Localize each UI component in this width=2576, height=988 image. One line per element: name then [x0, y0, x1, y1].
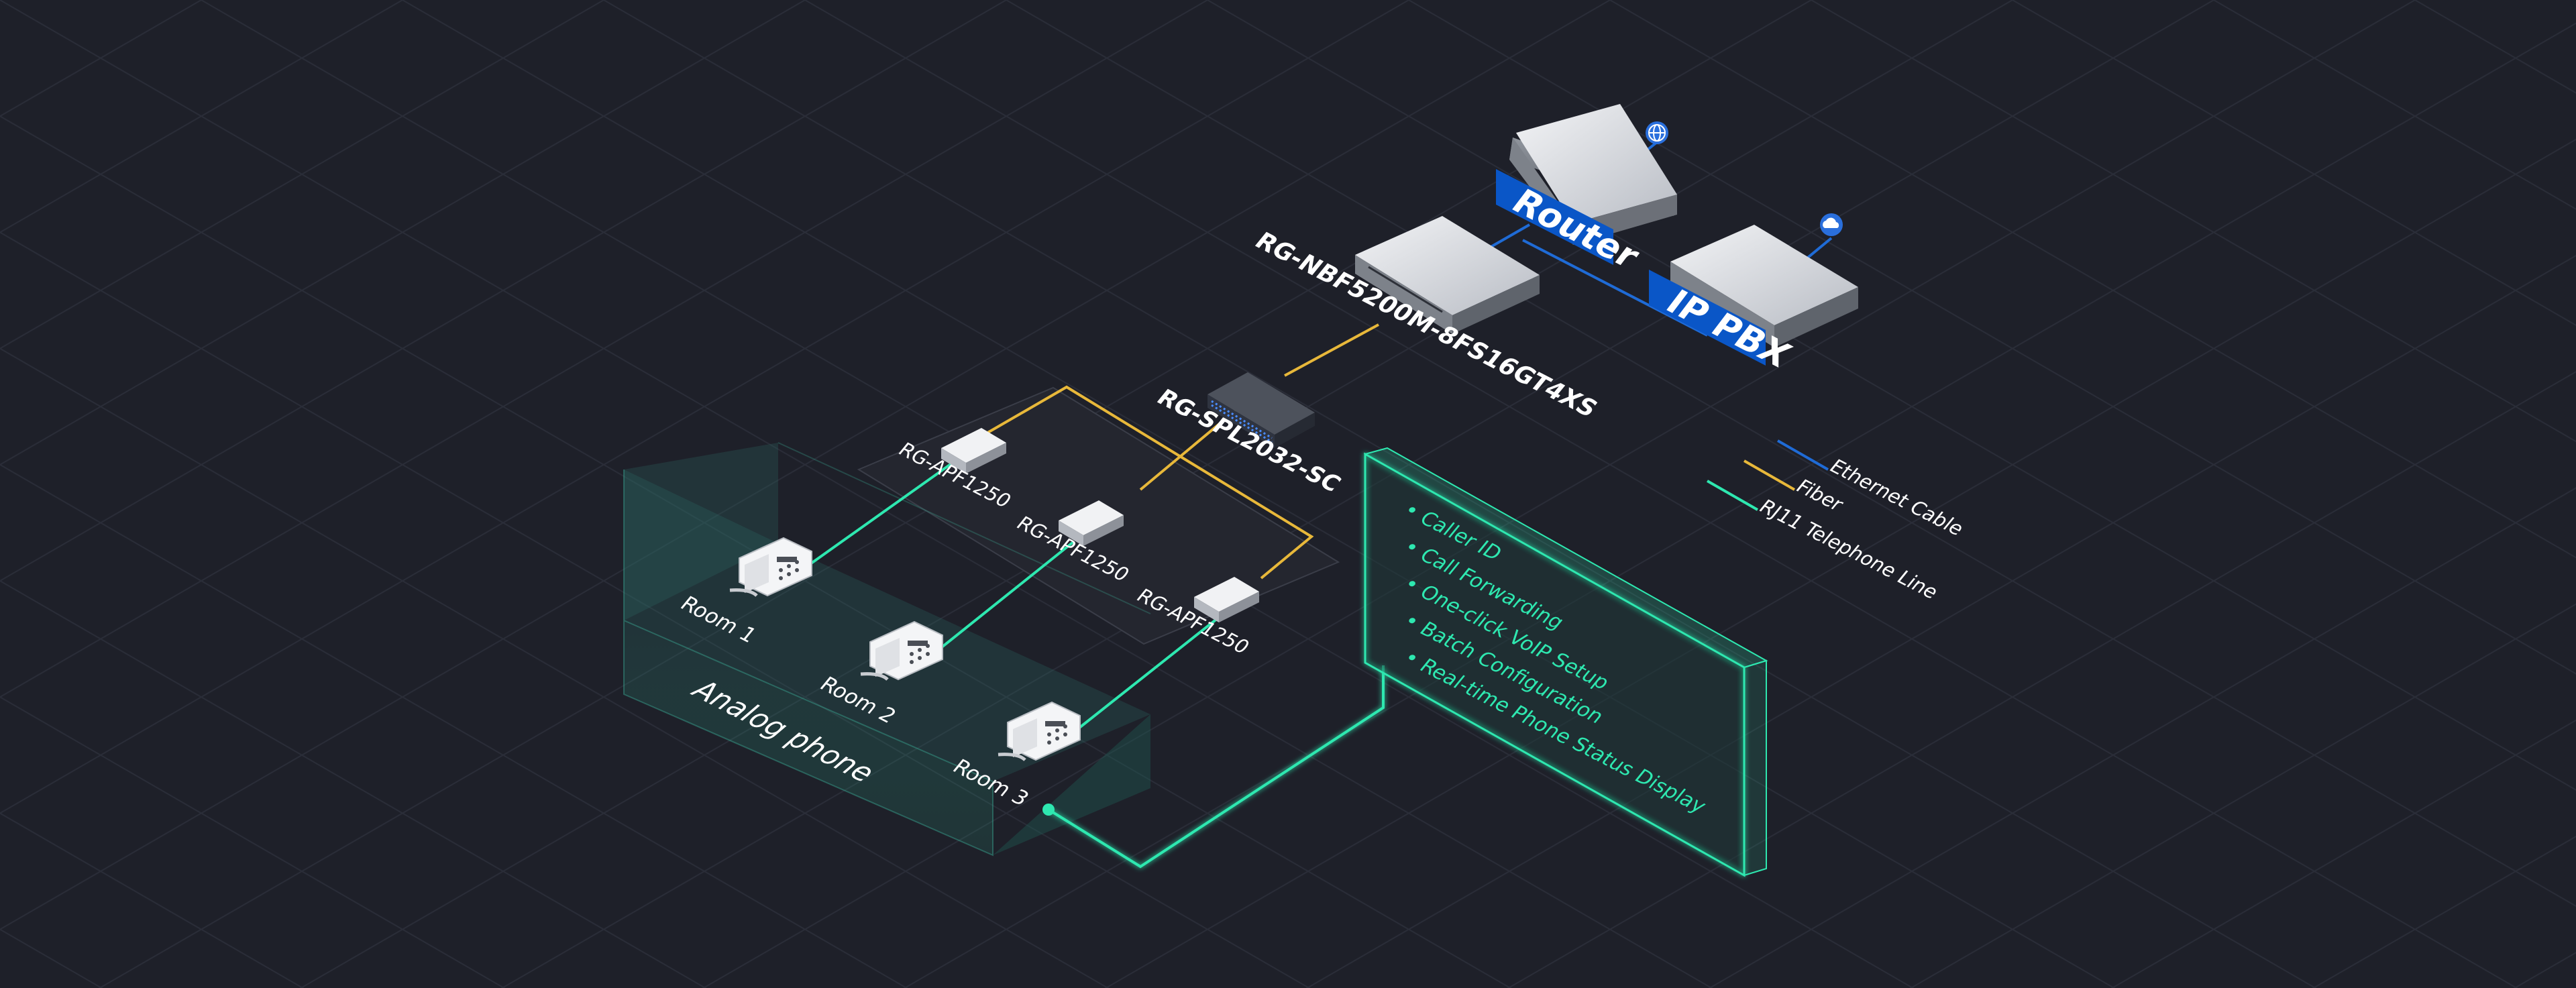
telephone-lines: [800, 461, 1385, 869]
analog-phone-area: [623, 442, 1151, 857]
analog-phone-icon: [860, 620, 943, 681]
ont-device-2: [1059, 500, 1124, 546]
ont-device-3: [1194, 577, 1259, 622]
ont-device-1: [941, 428, 1006, 474]
globe-icon: [1646, 121, 1668, 144]
feature-panel: [1363, 447, 1768, 877]
splitter-device: [1208, 372, 1315, 448]
analog-phone-icon: [998, 701, 1081, 761]
fiber-cables: [975, 323, 1379, 580]
cloud-icon: [1820, 213, 1843, 236]
olt-device: [1355, 216, 1540, 334]
analog-phone-icon: [729, 537, 812, 597]
line-endpoint: [1042, 804, 1055, 816]
